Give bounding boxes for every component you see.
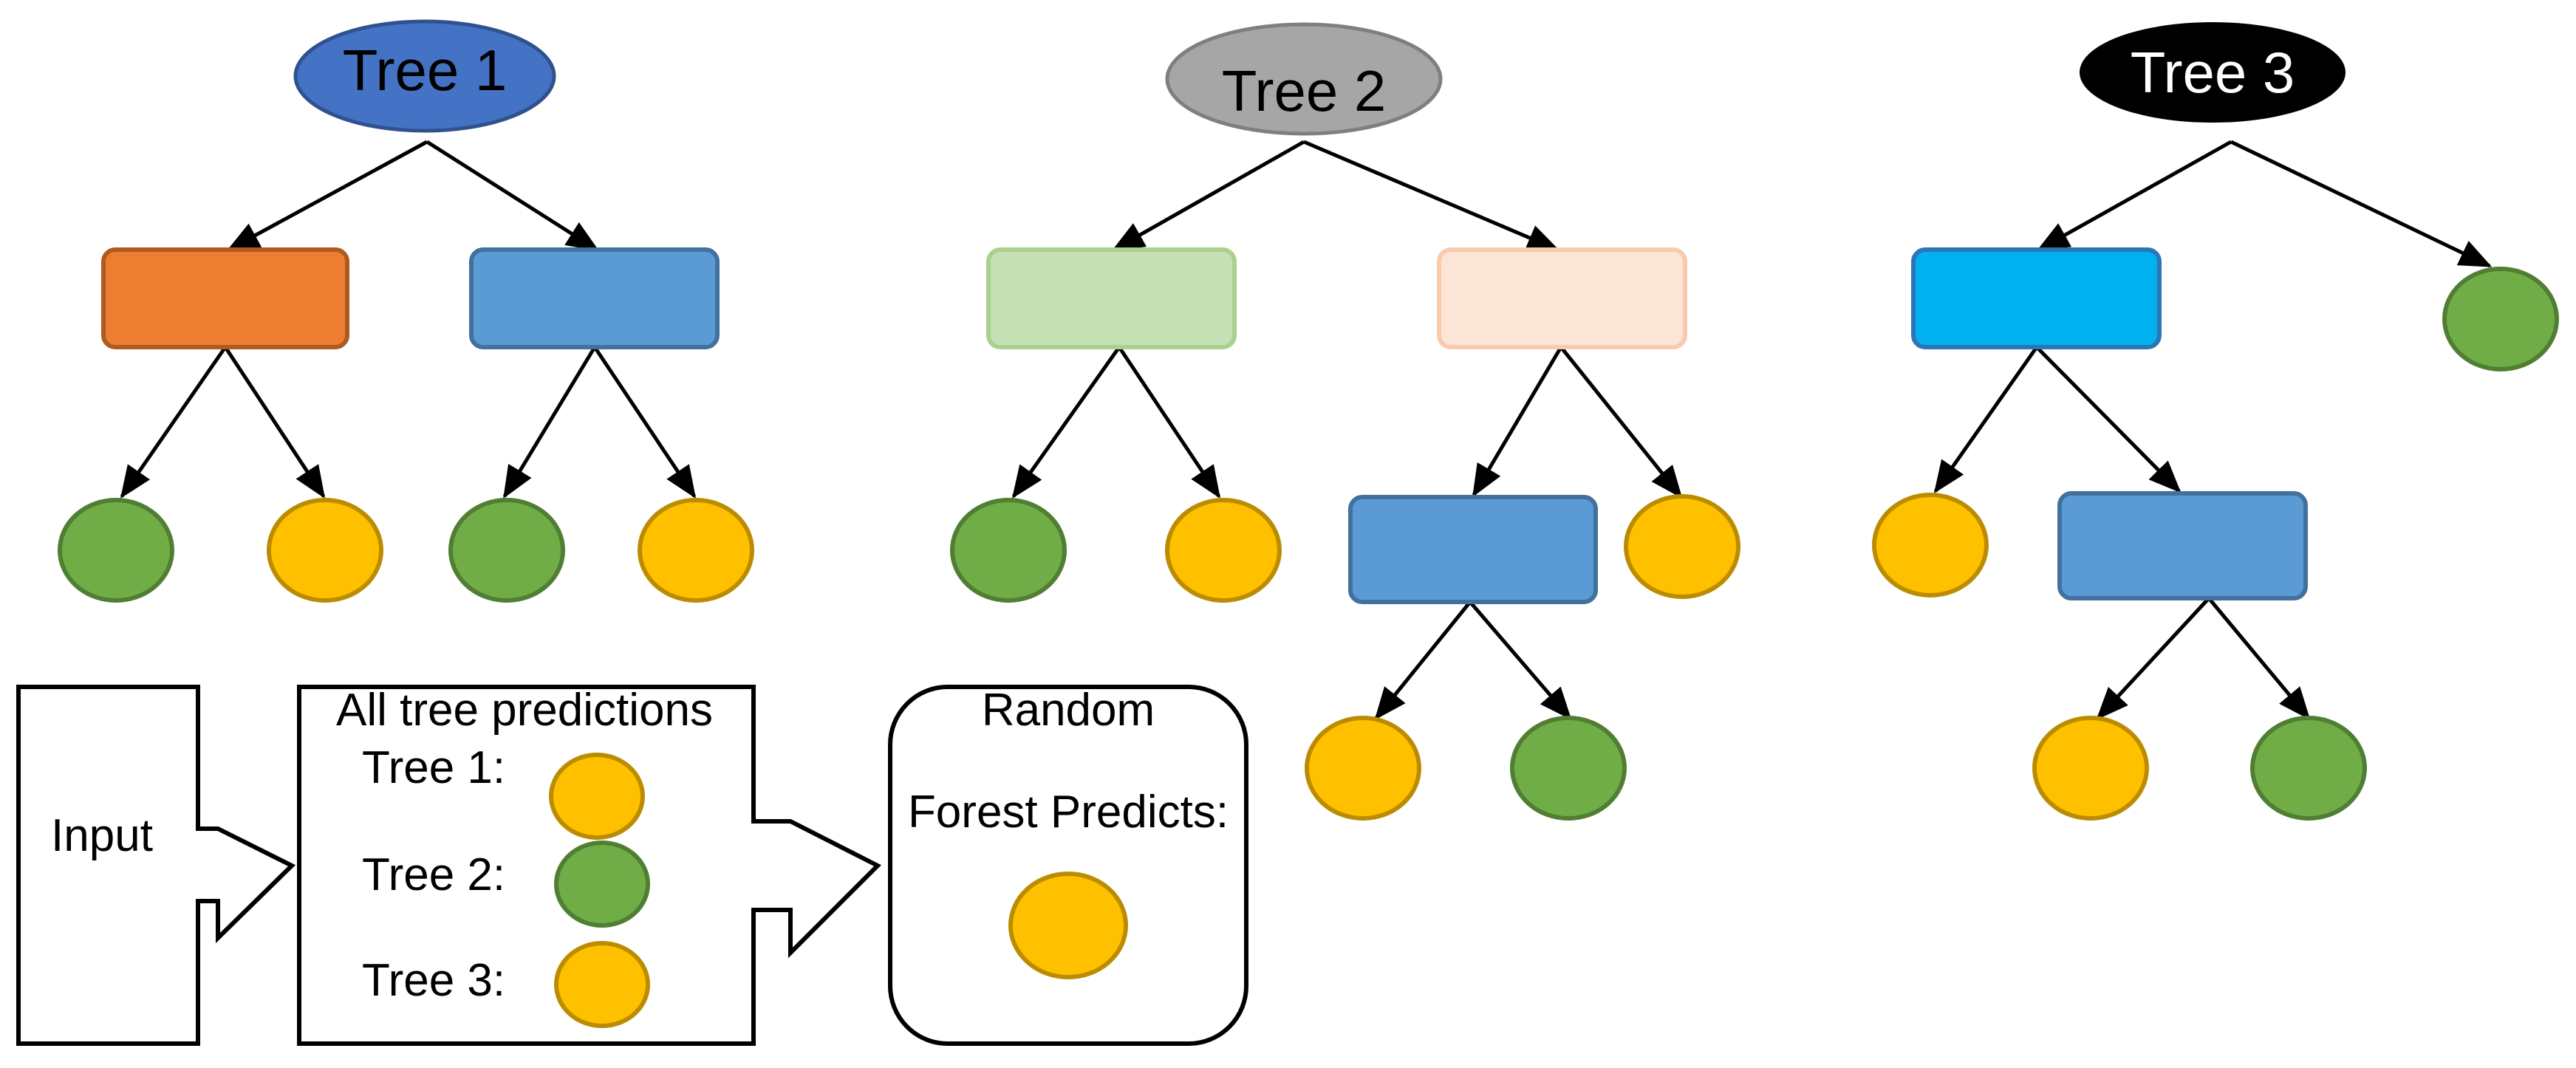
edge-t2-peach-left — [1472, 346, 1563, 498]
tree-2-leaf-yellow-2 — [1624, 494, 1740, 599]
tree-3-title: Tree 3 — [2131, 40, 2295, 105]
forest-result-box — [888, 685, 1248, 1046]
predictions-title: All tree predictions — [336, 685, 713, 736]
tree-edges — [120, 140, 2493, 720]
edge-t1-blue-right — [592, 346, 697, 499]
prediction-tree-3-label: Tree 3: — [362, 955, 505, 1006]
edge-t2-blue-left — [1374, 600, 1472, 720]
prediction-tree-1-label: Tree 1: — [362, 742, 505, 793]
tree-3-leaf-green-1 — [2442, 267, 2559, 372]
tree-3-leaf-yellow-2 — [2032, 716, 2149, 821]
tree-2-title-ellipse — [1165, 22, 1443, 136]
edge-t3-root-left — [2036, 140, 2232, 252]
prediction-tree-2-label: Tree 2: — [362, 849, 505, 900]
tree-1-title-ellipse — [293, 19, 556, 133]
tree-2-leaf-green-2 — [1510, 716, 1627, 821]
edge-t3-blue-left — [2096, 597, 2210, 720]
edge-t2-root-right — [1303, 140, 1560, 252]
tree-2-leaf-yellow-1 — [1165, 498, 1282, 603]
tree-1-leaf-yellow-2 — [638, 498, 754, 603]
edge-t2-green-left — [1011, 346, 1121, 499]
tree-1: Tree 1 — [58, 19, 754, 603]
edge-t3-blue-right — [2207, 597, 2311, 720]
edge-t1-orange-right — [223, 346, 326, 499]
edge-t1-root-left — [226, 140, 428, 252]
tree-3-split-blue — [2057, 491, 2308, 600]
tree-2-leaf-green — [950, 498, 1067, 603]
prediction-tree-1-result — [549, 753, 645, 840]
edge-t1-blue-left — [502, 346, 597, 499]
input-label: Input — [51, 810, 153, 861]
edge-t2-blue-right — [1469, 600, 1572, 720]
tree-3-leaf-yellow-1 — [1872, 493, 1989, 598]
edge-t1-orange-left — [120, 346, 228, 499]
input-block-arrow — [16, 685, 296, 1046]
forest-label-line-1: Random — [982, 685, 1155, 736]
tree-3-title-ellipse — [2080, 22, 2346, 123]
tree-1-split-orange — [101, 247, 349, 349]
edge-t2-root-left — [1111, 140, 1305, 252]
tree-1-title: Tree 1 — [343, 38, 508, 103]
edge-t3-root-right — [2230, 140, 2493, 268]
edge-t1-root-right — [426, 140, 600, 252]
tree-1-leaf-green-1 — [58, 498, 174, 603]
prediction-tree-2-result — [554, 841, 650, 928]
forest-label-line-2: Forest Predicts: — [908, 787, 1229, 838]
forest-result — [1008, 872, 1128, 979]
tree-3-split-cyan — [1911, 247, 2162, 349]
tree-3-leaf-green-2 — [2250, 716, 2367, 821]
tree-2: Tree 2 — [950, 22, 1740, 821]
tree-2-title: Tree 2 — [1222, 58, 1387, 123]
prediction-flow: Input All tree predictions Tree 1: Tree … — [16, 685, 1248, 1046]
edge-t3-cyan-right — [2035, 346, 2182, 493]
tree-2-leaf-yellow-3 — [1305, 716, 1421, 821]
prediction-tree-3-result — [554, 941, 650, 1028]
edge-t2-green-right — [1117, 346, 1221, 499]
tree-2-split-peach — [1437, 247, 1687, 349]
edge-t3-cyan-left — [1933, 346, 2039, 494]
edge-t2-peach-right — [1559, 346, 1683, 499]
tree-1-leaf-yellow-1 — [267, 498, 383, 603]
tree-1-split-blue — [469, 247, 720, 349]
tree-2-split-blue — [1348, 495, 1598, 604]
tree-3: Tree 3 — [1872, 22, 2559, 821]
tree-1-leaf-green-2 — [448, 498, 565, 603]
tree-2-split-light-green — [986, 247, 1237, 349]
